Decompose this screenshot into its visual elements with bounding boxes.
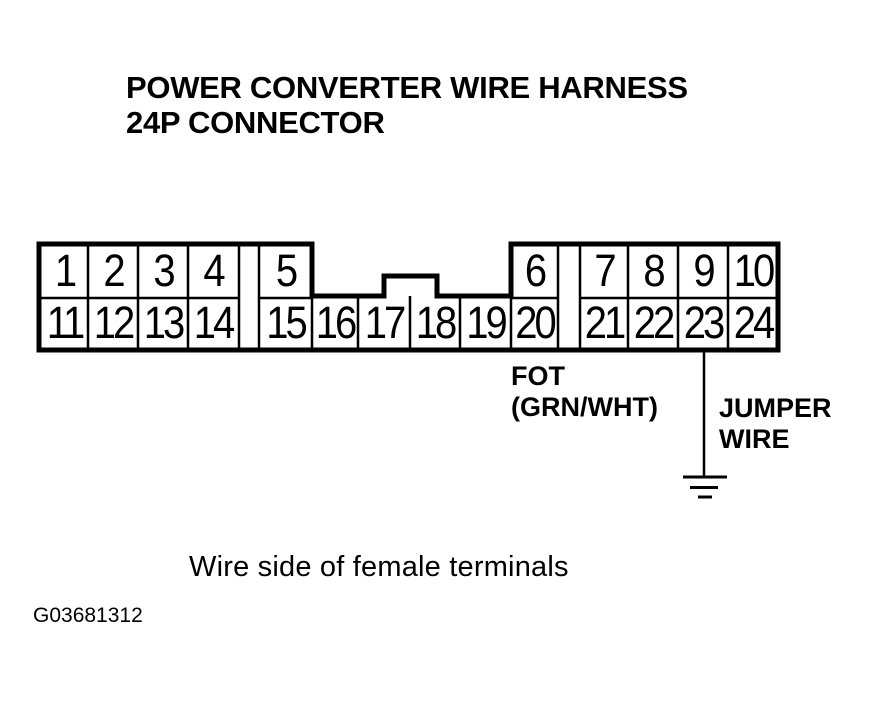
figure-id: G03681312: [33, 604, 143, 627]
pin-3: 3: [153, 245, 175, 296]
pin-15: 15: [266, 297, 307, 348]
pin-19: 19: [466, 297, 507, 348]
pin-12: 12: [93, 297, 135, 348]
pin-20: 20: [515, 297, 556, 348]
wire-side-caption: Wire side of female terminals: [189, 551, 569, 583]
pin-24: 24: [733, 297, 775, 348]
connector-cell-dividers: [39, 244, 778, 350]
pin-13: 13: [143, 297, 185, 348]
pin-11: 11: [46, 297, 85, 348]
title-line-2: 24P CONNECTOR: [126, 105, 385, 140]
pin20-signal-label: FOT (GRN/WHT): [511, 361, 658, 423]
pin-22: 22: [633, 297, 675, 348]
pin-10: 10: [733, 245, 775, 296]
ground-icon: [683, 475, 727, 499]
pin-8: 8: [643, 245, 665, 296]
pin-2: 2: [103, 245, 125, 296]
pin-7: 7: [594, 245, 616, 296]
jumper-wire-label: JUMPER WIRE: [719, 393, 832, 455]
title-line-1: POWER CONVERTER WIRE HARNESS: [126, 70, 688, 105]
pin-14: 14: [193, 297, 235, 348]
pin-1: 1: [54, 245, 77, 296]
signal-name: FOT: [511, 361, 565, 391]
pin-18: 18: [415, 297, 457, 348]
diagram-title: POWER CONVERTER WIRE HARNESS 24P CONNECT…: [126, 70, 688, 140]
jumper-label-line-2: WIRE: [719, 424, 790, 454]
pin-23: 23: [683, 297, 725, 348]
pin-6: 6: [524, 245, 547, 296]
pin-16: 16: [315, 297, 357, 348]
pin-4: 4: [203, 245, 225, 296]
pin-17: 17: [364, 297, 406, 348]
wire-color: (GRN/WHT): [511, 392, 658, 422]
pin-9: 9: [693, 245, 715, 296]
pin-5: 5: [275, 245, 298, 296]
pin-21: 21: [584, 297, 626, 348]
jumper-label-line-1: JUMPER: [719, 393, 832, 423]
